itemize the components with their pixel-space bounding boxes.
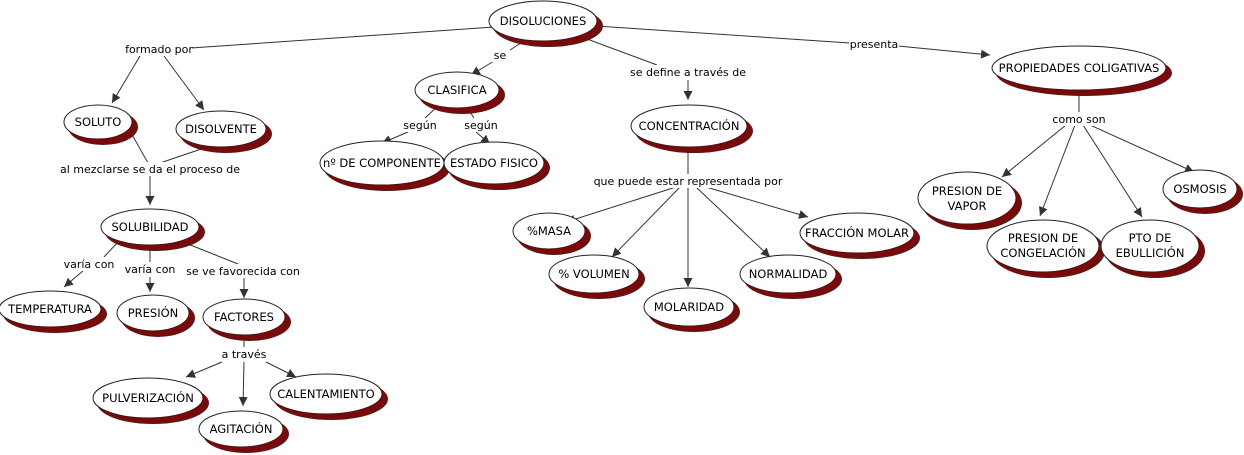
- svg-text:% VOLUMEN: % VOLUMEN: [558, 267, 629, 281]
- node-normalidad: NORMALIDAD: [739, 254, 842, 299]
- link-que-puede: que puede estar representada por: [594, 175, 783, 188]
- svg-text:NORMALIDAD: NORMALIDAD: [749, 267, 828, 281]
- svg-text:PTO DE: PTO DE: [1129, 231, 1172, 245]
- node-agitacion: AGITACIÓN: [198, 410, 289, 453]
- node-volumen: % VOLUMEN: [548, 254, 645, 299]
- svg-text:PRESION DE: PRESION DE: [932, 184, 1002, 198]
- node-presion-congelacion: PRESION DE CONGELACIÓN: [986, 219, 1105, 278]
- node-soluto: SOLUTO: [63, 104, 138, 145]
- node-n-componente: nº DE COMPONENTE: [319, 140, 450, 191]
- node-clasifica: CLASIFICA: [414, 71, 505, 114]
- svg-text:FRACCIÓN MOLAR: FRACCIÓN MOLAR: [805, 225, 909, 240]
- node-presion-vapor: PRESION DE VAPOR: [917, 171, 1022, 230]
- svg-text:CONGELACIÓN: CONGELACIÓN: [1000, 245, 1085, 260]
- link-a-traves: a través: [222, 348, 267, 361]
- node-presion: PRESIÓN: [116, 294, 195, 337]
- node-disolvente: DISOLVENTE: [175, 110, 272, 153]
- node-masa: %MASA: [512, 212, 591, 255]
- svg-text:AGITACIÓN: AGITACIÓN: [210, 421, 273, 436]
- node-factores: FACTORES: [202, 298, 291, 341]
- node-concentracion: CONCENTRACIÓN: [630, 104, 753, 153]
- svg-text:PRESION DE: PRESION DE: [1008, 231, 1078, 245]
- svg-text:OSMOSIS: OSMOSIS: [1173, 182, 1226, 196]
- node-temperatura: TEMPERATURA: [0, 290, 107, 333]
- link-labels: formado por se se define a través de pre…: [60, 37, 1106, 361]
- link-se-ve-favorecida: se ve favorecida con: [186, 265, 300, 278]
- svg-text:PRESIÓN: PRESIÓN: [128, 305, 179, 320]
- svg-text:FACTORES: FACTORES: [214, 310, 274, 324]
- node-osmosis: OSMOSIS: [1162, 169, 1243, 214]
- node-pto-ebullicion: PTO DE EBULLICIÓN: [1100, 219, 1205, 278]
- node-disoluciones: DISOLUCIONES: [488, 0, 603, 47]
- svg-text:PROPIEDADES COLIGATIVAS: PROPIEDADES COLIGATIVAS: [999, 61, 1160, 75]
- link-segun-1: según: [403, 119, 436, 132]
- link-varia-con-2: varía con: [125, 263, 176, 276]
- svg-text:EBULLICIÓN: EBULLICIÓN: [1116, 245, 1185, 260]
- link-al-mezclarse: al mezclarse se da el proceso de: [60, 163, 240, 176]
- svg-text:MOLARIDAD: MOLARIDAD: [654, 300, 724, 314]
- svg-text:SOLUTO: SOLUTO: [75, 115, 122, 129]
- node-molaridad: MOLARIDAD: [643, 287, 740, 332]
- node-estado-fisico: ESTADO FISICO: [443, 141, 550, 190]
- link-se: se: [494, 49, 507, 62]
- node-propiedades-coligativas: PROPIEDADES COLIGATIVAS: [991, 45, 1172, 96]
- svg-text:VAPOR: VAPOR: [948, 199, 987, 213]
- node-pulverizacion: PULVERIZACIÓN: [92, 377, 209, 424]
- link-formado-por: formado por: [125, 43, 193, 56]
- link-segun-2: según: [464, 119, 497, 132]
- svg-text:PULVERIZACIÓN: PULVERIZACIÓN: [102, 390, 194, 405]
- svg-text:SOLUBILIDAD: SOLUBILIDAD: [111, 220, 188, 234]
- link-varia-con-1: varía con: [64, 258, 115, 271]
- svg-text:DISOLVENTE: DISOLVENTE: [185, 122, 257, 136]
- svg-text:%MASA: %MASA: [527, 224, 571, 238]
- svg-text:nº DE COMPONENTE: nº DE COMPONENTE: [323, 156, 441, 170]
- link-se-define: se define a través de: [630, 66, 746, 79]
- svg-text:ESTADO FISICO: ESTADO FISICO: [450, 156, 538, 170]
- node-fraccion-molar: FRACCIÓN MOLAR: [799, 212, 920, 259]
- node-solubilidad: SOLUBILIDAD: [100, 208, 205, 251]
- svg-text:CLASIFICA: CLASIFICA: [427, 83, 486, 97]
- link-presenta: presenta: [850, 38, 899, 51]
- svg-text:TEMPERATURA: TEMPERATURA: [7, 302, 92, 316]
- node-calentamiento: CALENTAMIENTO: [269, 373, 388, 420]
- svg-text:CONCENTRACIÓN: CONCENTRACIÓN: [639, 118, 740, 133]
- svg-text:DISOLUCIONES: DISOLUCIONES: [500, 14, 587, 28]
- svg-text:CALENTAMIENTO: CALENTAMIENTO: [277, 387, 374, 401]
- link-como-son: como son: [1052, 113, 1105, 126]
